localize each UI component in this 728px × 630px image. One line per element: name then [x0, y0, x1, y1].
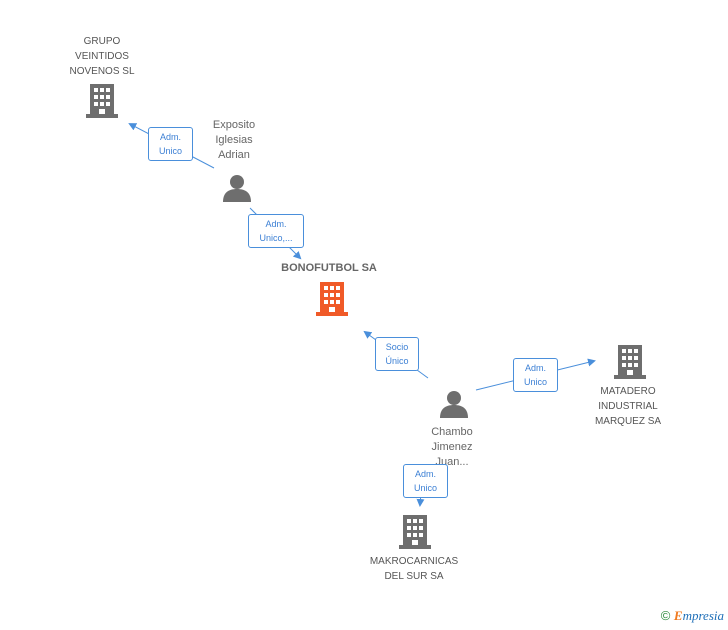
- brand-logo: Empresia: [673, 608, 724, 623]
- node-makrocarnicas-label: MAKROCARNICAS DEL SUR SA: [369, 556, 459, 582]
- edge-label-exposito-bonofutbol[interactable]: Adm. Unico,...: [248, 214, 304, 248]
- edge-label-chambo-bonofutbol[interactable]: Socio Único: [375, 337, 419, 371]
- building-icon: [316, 282, 348, 316]
- node-chambo-label: Chambo Jimenez Juan...: [431, 426, 473, 468]
- building-icon: [399, 515, 431, 549]
- person-icon: [440, 391, 468, 418]
- edge-label-exposito-grupo[interactable]: Adm. Unico: [148, 127, 193, 161]
- footer-brand: © Empresia: [661, 608, 724, 624]
- node-exposito[interactable]: Exposito Iglesias Adrian: [194, 118, 274, 163]
- node-chambo[interactable]: Chambo Jimenez Juan...: [412, 425, 492, 470]
- building-icon: [86, 84, 118, 118]
- copyright-icon: ©: [660, 608, 671, 623]
- person-icon: [223, 175, 251, 202]
- node-exposito-label: Exposito Iglesias Adrian: [212, 119, 256, 161]
- edge-label-chambo-matadero[interactable]: Adm. Unico: [513, 358, 558, 392]
- edge-label-chambo-makrocarnicas[interactable]: Adm. Unico: [403, 464, 448, 498]
- node-grupo[interactable]: GRUPO VEINTIDOS NOVENOS SL: [52, 34, 152, 79]
- node-bonofutbol-label: BONOFUTBOL SA: [281, 262, 377, 274]
- node-grupo-label: GRUPO VEINTIDOS NOVENOS SL: [69, 36, 135, 77]
- node-bonofutbol[interactable]: BONOFUTBOL SA: [264, 262, 394, 274]
- node-matadero-label: MATADERO INDUSTRIAL MARQUEZ SA: [594, 386, 662, 427]
- node-makrocarnicas[interactable]: MAKROCARNICAS DEL SUR SA: [356, 554, 472, 584]
- building-icon: [614, 345, 646, 379]
- node-matadero[interactable]: MATADERO INDUSTRIAL MARQUEZ SA: [578, 384, 678, 429]
